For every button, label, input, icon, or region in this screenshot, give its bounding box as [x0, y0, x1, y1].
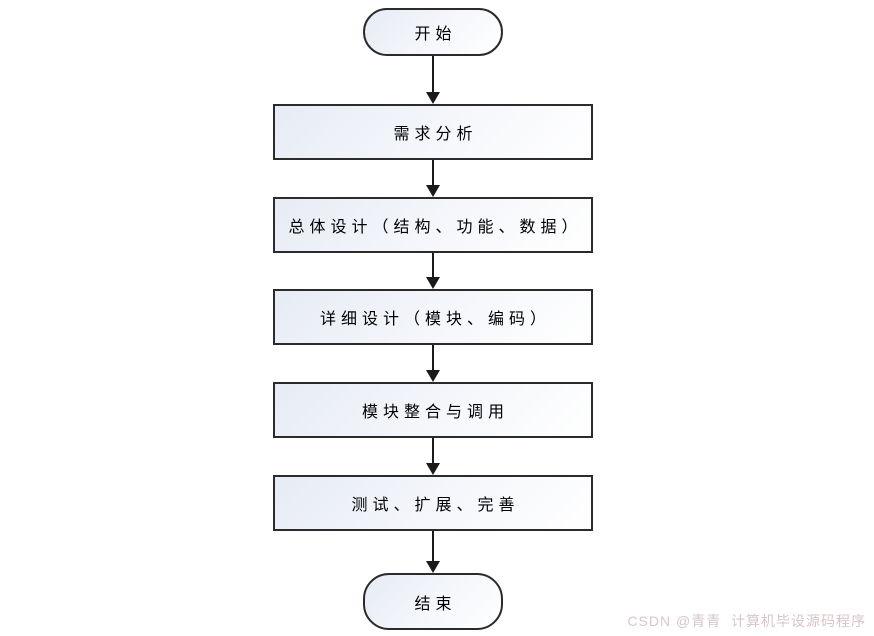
flow-node-overall-design: 总体设计（结构、功能、数据）	[273, 197, 593, 253]
arrow-line	[432, 531, 434, 561]
flow-node-testing-improvement: 测试、扩展、完善	[273, 475, 593, 531]
flow-node-detailed-design: 详细设计（模块、编码）	[273, 289, 593, 345]
arrow-head-icon	[426, 370, 440, 382]
arrow-line	[432, 56, 434, 92]
arrow-line	[432, 438, 434, 463]
flow-node-module-integration: 模块整合与调用	[273, 382, 593, 438]
flow-arrow-start-to-requirements	[426, 56, 440, 104]
flow-arrow-detailed-to-integration	[426, 345, 440, 382]
arrow-line	[432, 253, 434, 277]
arrow-line	[432, 160, 434, 185]
arrow-line	[432, 345, 434, 370]
arrow-head-icon	[426, 185, 440, 197]
watermark: CSDN @青青 计算机毕设源码程序	[627, 613, 866, 629]
arrow-head-icon	[426, 561, 440, 573]
flow-node-start: 开始	[363, 8, 503, 56]
arrow-head-icon	[426, 463, 440, 475]
arrow-head-icon	[426, 277, 440, 289]
flow-node-requirements-analysis: 需求分析	[273, 104, 593, 160]
flow-arrow-integration-to-testing	[426, 438, 440, 475]
flow-node-end: 结束	[363, 573, 503, 630]
flow-arrow-overall-to-detailed	[426, 253, 440, 289]
flow-arrow-testing-to-end	[426, 531, 440, 573]
arrow-head-icon	[426, 92, 440, 104]
flow-arrow-requirements-to-overall	[426, 160, 440, 197]
